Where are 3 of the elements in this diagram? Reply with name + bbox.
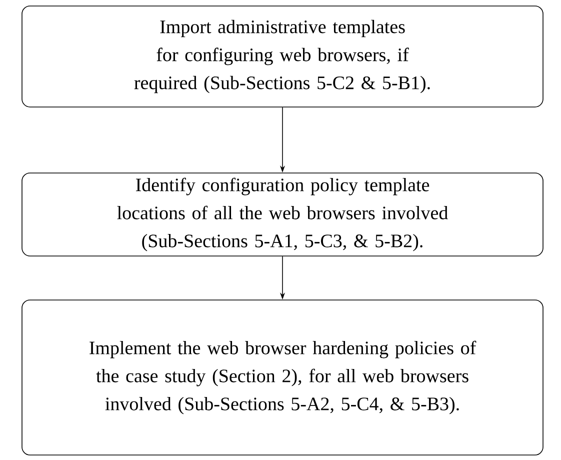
process-box: Implement the web browser hardening policies of the case study (Section 2), for all web browsers involved (Sub-Sections 5-A2, 5-C4, & 5-B3). xyxy=(22,300,544,456)
process-box: Import administrative templates for configuring web browsers, if required (Sub-Sections 5-C2 & 5-B1). xyxy=(22,6,544,108)
process-box: Identify configuration policy template locations of all the web browsers involved (Sub-Sections 5-A1, 5-C3, & 5-B2). xyxy=(22,172,544,256)
